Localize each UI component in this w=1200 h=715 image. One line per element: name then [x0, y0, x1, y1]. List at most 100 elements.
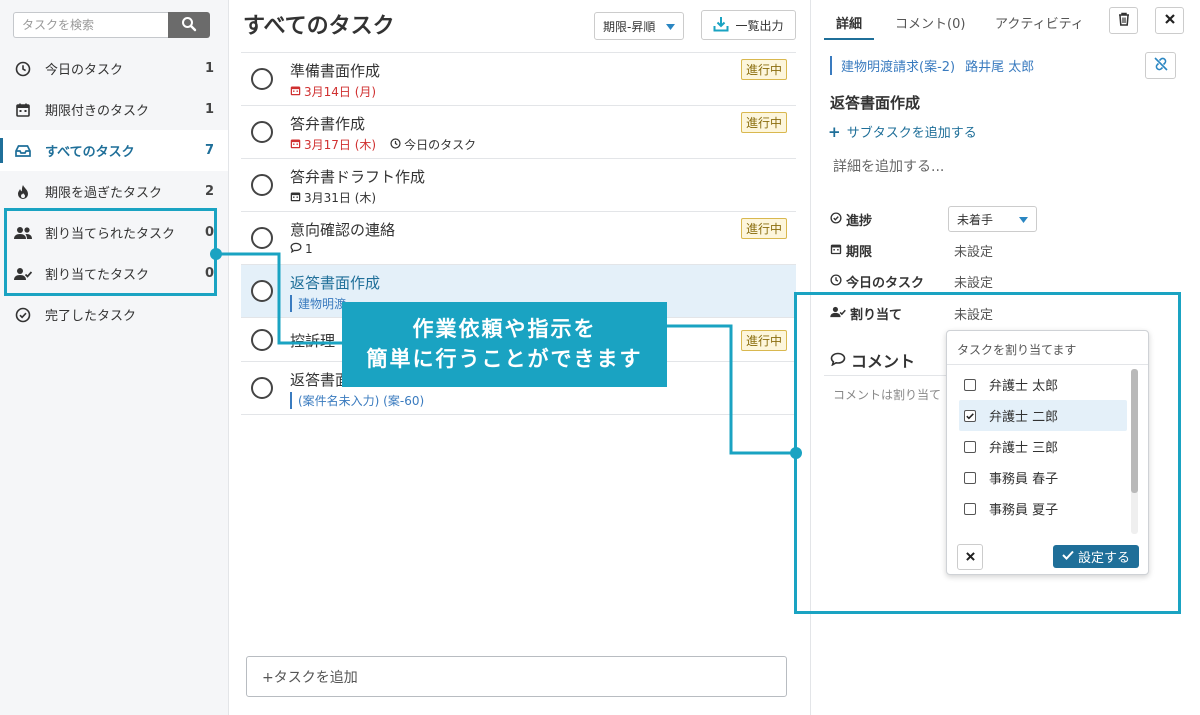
assignee-name: 事務員 夏子 [989, 503, 1059, 518]
checkbox-checked[interactable] [964, 409, 976, 422]
checkbox[interactable] [964, 502, 976, 515]
task-row[interactable]: 控訴理 進行中 [241, 318, 796, 362]
page-title: すべてのタスク [243, 14, 395, 39]
clock-icon [830, 273, 842, 290]
assign-value[interactable]: 未設定 [954, 308, 994, 323]
cancel-button[interactable] [957, 544, 983, 570]
add-task-input[interactable]: +タスクを追加 [246, 656, 787, 697]
task-row[interactable]: 返答書面 (案件名未入力) (案-60) [241, 362, 796, 415]
search-input[interactable] [13, 12, 168, 38]
delete-button[interactable] [1109, 7, 1138, 34]
assign-option[interactable]: 弁護士 太郎 [959, 369, 1127, 400]
sort-select-value: 期限-昇順 [603, 19, 656, 34]
task-meta: (案件名未入力) (案-60) [290, 392, 424, 409]
comment-heading-label: コメント [851, 352, 916, 371]
prop-status: 進捗 [830, 210, 872, 229]
sidebar-item-count: 0 [204, 225, 214, 240]
checkbox[interactable] [964, 471, 976, 484]
checkbox[interactable] [964, 440, 976, 453]
description-field[interactable]: 詳細を追加する... [833, 159, 945, 175]
task-name: 答弁書作成 [290, 115, 366, 133]
active-tab-indicator [824, 38, 874, 40]
search-icon [181, 16, 197, 35]
task-name: 返答書面 [290, 371, 351, 389]
complete-checkbox[interactable] [251, 121, 273, 143]
task-name: 控訴理 [290, 332, 336, 350]
complete-checkbox[interactable] [251, 329, 273, 351]
today-value[interactable]: 未設定 [954, 276, 994, 291]
scrollbar-thumb[interactable] [1131, 369, 1138, 493]
clock-icon [390, 137, 401, 152]
complete-checkbox[interactable] [251, 377, 273, 399]
case-user[interactable]: 路井尾 太郎 [965, 60, 1035, 75]
unlink-case-button[interactable] [1145, 52, 1176, 79]
add-subtask-link[interactable]: + サブタスクを追加する [828, 122, 977, 141]
search-button[interactable] [168, 12, 210, 38]
task-due-date: 3月31日 (木) [304, 191, 377, 205]
assign-option[interactable]: 弁護士 二郎 [959, 400, 1127, 431]
sidebar-item-completed[interactable]: 完了したタスク [0, 294, 228, 335]
scrollbar[interactable] [1131, 369, 1138, 534]
sort-select[interactable]: 期限-昇順 [594, 12, 684, 40]
sidebar-item-overdue[interactable]: 期限を過ぎたタスク 2 [0, 171, 228, 212]
plus-icon: + [828, 123, 841, 141]
tab-comments[interactable]: コメント(0) [895, 17, 966, 32]
check-icon [1062, 549, 1074, 564]
complete-checkbox[interactable] [251, 227, 273, 249]
task-row[interactable]: 意向確認の連絡 1 進行中 [241, 212, 796, 265]
sidebar-item-count: 1 [204, 61, 214, 76]
assign-search-input[interactable]: タスクを割り当てます [957, 343, 1077, 357]
task-meta: 1 [290, 242, 313, 256]
assign-option[interactable]: 事務員 春子 [959, 462, 1127, 493]
close-panel-button[interactable] [1155, 7, 1184, 34]
complete-checkbox[interactable] [251, 68, 273, 90]
callout-box: 作業依頼や指示を 簡単に行うことができます [342, 302, 667, 387]
prop-label: 今日のタスク [846, 276, 925, 291]
task-name: 答弁書ドラフト作成 [290, 168, 426, 186]
confirm-button[interactable]: 設定する [1053, 545, 1139, 568]
sidebar-item-assigned-by-me[interactable]: 割り当てたタスク 0 [0, 253, 228, 294]
assignee-name: 事務員 春子 [989, 472, 1059, 487]
task-row[interactable]: 答弁書作成 3月17日 (木) 今日のタスク 進行中 [241, 106, 796, 159]
task-row[interactable]: 準備書面作成 3月14日 (月) 進行中 [241, 53, 796, 106]
checkbox[interactable] [964, 378, 976, 391]
sidebar-item-today[interactable]: 今日のタスク 1 [0, 48, 228, 89]
prop-due: 期限 [830, 241, 872, 260]
task-title[interactable]: 返答書面作成 [830, 94, 921, 112]
complete-checkbox[interactable] [251, 280, 273, 302]
sidebar-item-assigned-to-me[interactable]: 割り当てられたタスク 0 [0, 212, 228, 253]
assign-option[interactable]: 事務員 夏子 [959, 493, 1127, 524]
divider [947, 364, 1148, 365]
comment-empty-text: コメントは割り当て [833, 388, 942, 402]
assignee-name: 弁護士 太郎 [989, 379, 1059, 394]
prop-today: 今日のタスク [830, 272, 924, 291]
calendar-icon [290, 138, 301, 152]
assign-option[interactable]: 弁護士 三郎 [959, 431, 1127, 462]
close-icon [965, 550, 975, 565]
sidebar-item-all[interactable]: すべてのタスク 7 [0, 130, 228, 171]
case-name[interactable]: 建物明渡請求(案-2) [841, 60, 956, 75]
sidebar-item-count: 2 [204, 184, 214, 199]
sidebar-item-with-due[interactable]: 期限付きのタスク 1 [0, 89, 228, 130]
search-bar [13, 12, 210, 38]
prop-assign: 割り当て [830, 304, 902, 323]
close-icon [1164, 13, 1175, 28]
complete-checkbox[interactable] [251, 174, 273, 196]
export-button[interactable]: 一覧出力 [701, 10, 796, 40]
due-value[interactable]: 未設定 [954, 245, 994, 260]
download-icon [713, 16, 729, 35]
tab-activity[interactable]: アクティビティ [995, 17, 1084, 32]
assignee-name: 弁護士 二郎 [989, 410, 1059, 425]
sidebar: 今日のタスク 1 期限付きのタスク 1 すべてのタスク 7 期限を過ぎたタスク … [0, 0, 229, 715]
comment-heading: コメント [830, 348, 915, 372]
task-row[interactable]: 答弁書ドラフト作成 3月31日 (木) [241, 159, 796, 212]
confirm-button-label: 設定する [1077, 551, 1130, 566]
calendar-icon [290, 85, 301, 99]
status-select[interactable]: 未着手 [948, 206, 1037, 232]
status-badge: 進行中 [740, 59, 787, 80]
case-link[interactable]: 建物明渡請求(案-2) 路井尾 太郎 [830, 56, 1034, 75]
caret-down-icon [1019, 212, 1028, 226]
assign-options: 弁護士 太郎 弁護士 二郎 弁護士 三郎 事務員 春子 事務員 夏子 [959, 369, 1127, 533]
tab-detail[interactable]: 詳細 [836, 17, 863, 32]
